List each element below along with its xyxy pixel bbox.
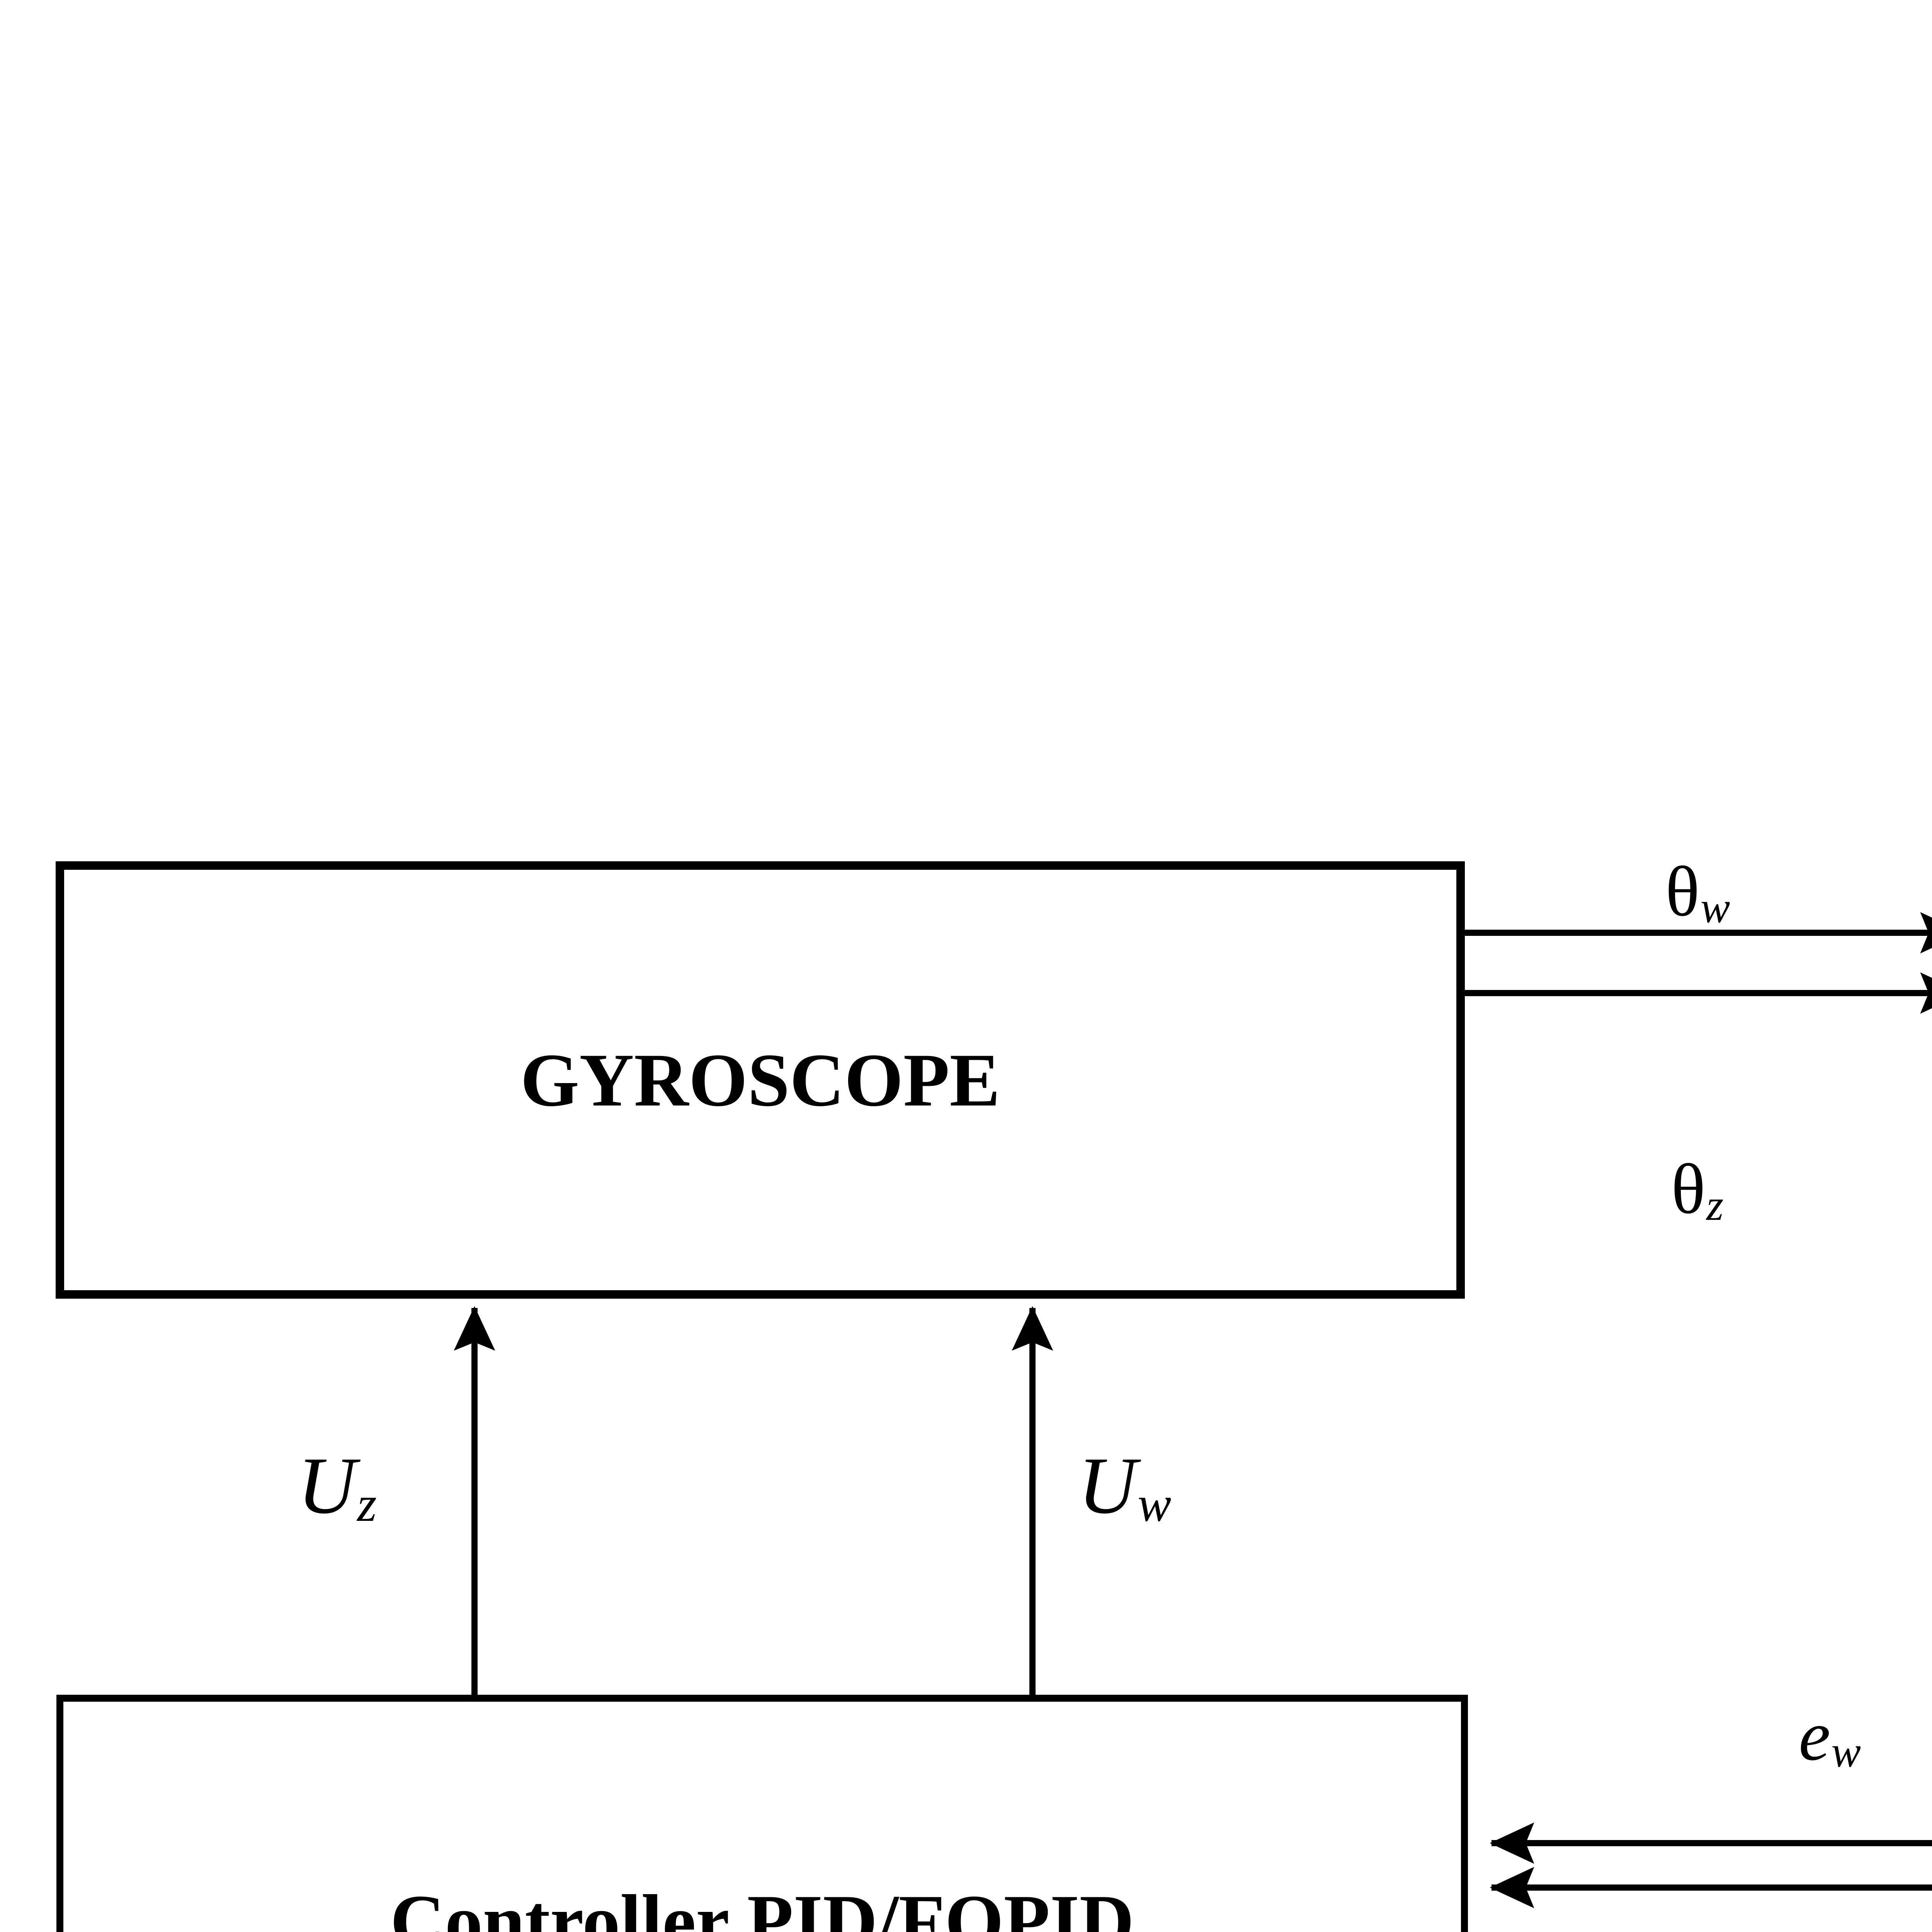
- connector-e-z: [1490, 1867, 1932, 1908]
- signal-theta-z-sub: z: [1706, 1180, 1724, 1230]
- signal-u-w-sub: w: [1138, 1476, 1172, 1532]
- signal-e-w-sub: w: [1831, 1727, 1861, 1777]
- signal-theta-z-base: θ: [1671, 1150, 1706, 1229]
- signal-label-u-z: Uz: [298, 1445, 377, 1529]
- signal-theta-w-base: θ: [1665, 852, 1700, 931]
- block-controller-rect: [56, 1695, 1468, 1932]
- signal-u-w-base: U: [1078, 1441, 1137, 1531]
- block-gyroscope-rect: [56, 861, 1465, 1299]
- signal-e-w-base: e: [1799, 1696, 1831, 1776]
- signal-u-z-base: U: [298, 1441, 356, 1531]
- connector-e-w: [1490, 1822, 1932, 1864]
- signal-label-theta-w: θw: [1665, 856, 1730, 930]
- signal-label-theta-z: θz: [1671, 1153, 1724, 1227]
- signal-label-u-w: Uw: [1078, 1445, 1171, 1529]
- signal-u-z-sub: z: [357, 1476, 377, 1532]
- signal-label-e-w: ew: [1799, 1700, 1861, 1774]
- signal-theta-w-sub: w: [1700, 883, 1730, 932]
